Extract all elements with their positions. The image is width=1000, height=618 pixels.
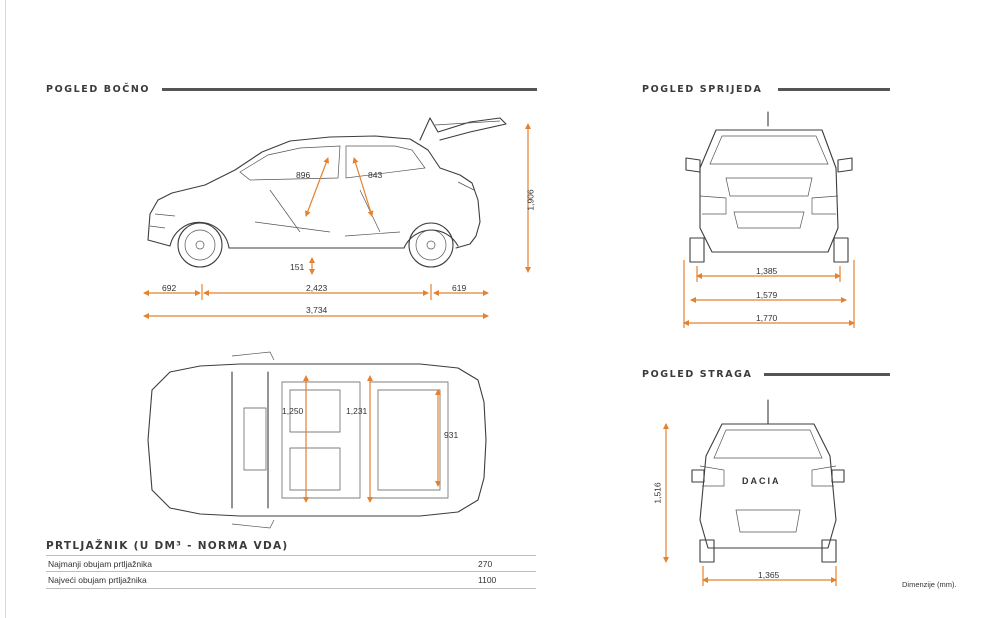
dim-rear-overhang: 619: [452, 283, 467, 293]
dim-width-mirrors: 1,770: [756, 313, 778, 323]
front-view-car: [685, 111, 853, 263]
luggage-row-value: 1100: [478, 575, 497, 585]
dim-front-overhang: 692: [162, 283, 177, 293]
dim-rear-height: 1,516: [652, 482, 663, 504]
dim-height: 1,906: [525, 189, 536, 211]
dim-legroom-rear: 843: [368, 170, 383, 180]
front-view-title: POGLED SPRIJEDA: [642, 84, 763, 95]
dim-legroom-front: 896: [296, 170, 311, 180]
rear-view-title: POGLED STRAGA: [642, 369, 753, 380]
dim-ground-clearance: 151: [290, 262, 305, 272]
rear-view-car: [691, 399, 845, 563]
dim-width-front: 1,250: [282, 406, 304, 416]
side-view-title: POGLED BOČNO: [46, 84, 151, 95]
dim-boot-length: 931: [444, 430, 459, 440]
top-view-car: [147, 351, 487, 529]
dim-width-rear: 1,231: [346, 406, 368, 416]
luggage-title: PRTLJAŽNIK (U DM³ - NORMA VDA): [46, 540, 289, 552]
units-note: Dimenzije (mm).: [902, 580, 957, 589]
side-view-car: [147, 117, 507, 268]
table-row: Najveći obujam prtljažnika 1100: [46, 571, 536, 589]
dim-body-width: 1,579: [756, 290, 778, 300]
dim-length: 3,734: [306, 305, 328, 315]
rear-title-rule: [764, 373, 890, 376]
dim-rear-track: 1,365: [758, 570, 780, 580]
luggage-row-label: Najveći obujam prtljažnika: [48, 575, 147, 585]
table-row: Najmanji obujam prtljažnika 270: [46, 555, 536, 572]
luggage-row-label: Najmanji obujam prtljažnika: [48, 559, 152, 569]
side-title-rule: [162, 88, 537, 91]
luggage-row-value: 270: [478, 559, 493, 569]
dim-wheelbase: 2,423: [306, 283, 328, 293]
front-title-rule: [778, 88, 890, 91]
dim-front-track: 1,385: [756, 266, 778, 276]
rear-badge: DACIA: [742, 476, 781, 486]
page-frame: [5, 0, 6, 618]
